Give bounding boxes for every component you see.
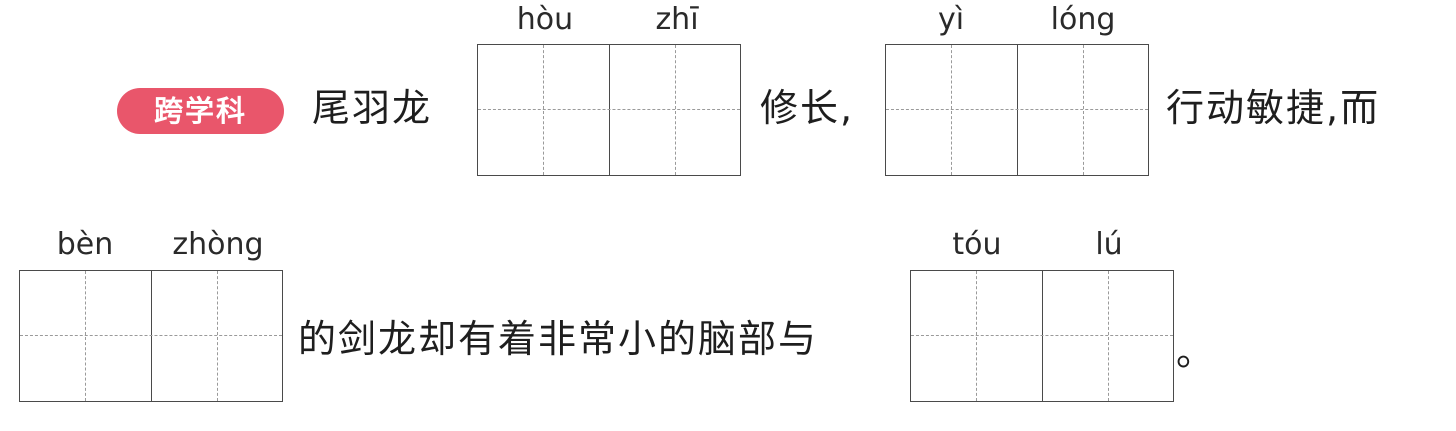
pinyin-label: lú	[1095, 227, 1123, 262]
grid-guide-line	[911, 335, 1173, 336]
sentence-text-1: 尾羽龙	[312, 86, 433, 130]
sentence-text-4: 的剑龙却有着非常小的脑部与	[298, 317, 819, 361]
subject-tag-badge: 跨学科	[117, 88, 284, 134]
grid-divider-line	[609, 45, 610, 175]
pinyin-label: zhī	[655, 2, 699, 37]
grid-guide-line	[85, 271, 86, 401]
answer-writing-grid[interactable]	[477, 44, 741, 176]
grid-guide-line	[976, 271, 977, 401]
grid-guide-line	[478, 109, 740, 110]
grid-guide-line	[20, 335, 282, 336]
pinyin-label: zhòng	[172, 227, 264, 262]
answer-writing-grid[interactable]	[910, 270, 1174, 402]
grid-guide-line	[217, 271, 218, 401]
grid-divider-line	[1042, 271, 1043, 401]
grid-divider-line	[1017, 45, 1018, 175]
grid-divider-line	[151, 271, 152, 401]
sentence-text-3: 行动敏捷,而	[1166, 86, 1381, 130]
grid-guide-line	[1108, 271, 1109, 401]
pinyin-label: tóu	[952, 227, 1002, 262]
grid-guide-line	[1083, 45, 1084, 175]
answer-writing-grid[interactable]	[885, 44, 1149, 176]
pinyin-label: bèn	[56, 227, 114, 262]
sentence-text-2: 修长,	[760, 86, 855, 130]
sentence-end-period: 。	[1176, 330, 1217, 374]
grid-guide-line	[543, 45, 544, 175]
pinyin-label: hòu	[516, 2, 574, 37]
pinyin-label: yì	[937, 2, 965, 37]
pinyin-label: lóng	[1050, 2, 1116, 37]
grid-guide-line	[675, 45, 676, 175]
answer-writing-grid[interactable]	[19, 270, 283, 402]
grid-guide-line	[951, 45, 952, 175]
grid-guide-line	[886, 109, 1148, 110]
